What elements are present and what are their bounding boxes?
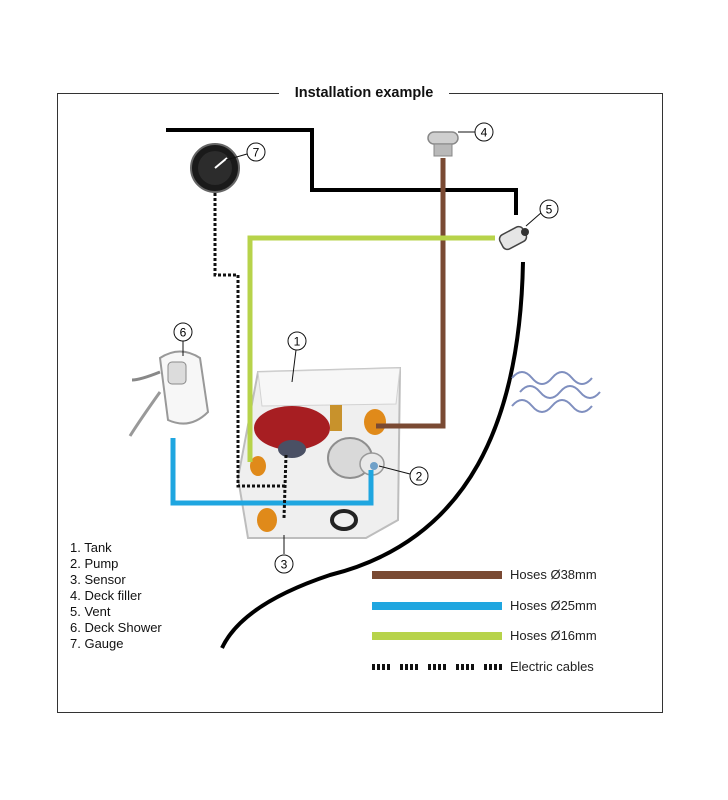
hose-16mm [247,235,495,462]
tank-drain-ring [330,509,358,531]
svg-text:4: 4 [481,126,488,140]
vent-icon [498,225,529,251]
key-hose-25mm: Hoses Ø25mm [372,596,632,616]
svg-text:6: 6 [180,326,187,340]
key-label-38mm: Hoses Ø38mm [510,567,597,582]
svg-text:5: 5 [546,203,553,217]
callout-2: 2 [409,466,429,486]
callout-7: 7 [246,142,266,162]
callout-badges: 7 4 5 6 1 2 3 [173,122,559,574]
callout-1: 1 [287,331,307,351]
callout-6: 6 [173,322,193,342]
key-swatch-brown [372,571,502,579]
svg-text:1: 1 [294,335,301,349]
pump [327,437,385,479]
sensor-head [278,440,306,458]
key-label-electric: Electric cables [510,659,594,674]
key-hose-16mm: Hoses Ø16mm [372,626,632,646]
key-swatch-dotted [372,664,502,670]
component-item-vent: 5. Vent [70,604,111,619]
component-item-gauge: 7. Gauge [70,636,124,651]
key-swatch-green [372,632,502,640]
callout-4: 4 [474,122,494,142]
callout-3: 3 [274,554,294,574]
callout-leaders [182,131,543,554]
component-list: 1. Tank 2. Pump 3. Sensor 4. Deck filler… [70,540,162,652]
key-swatch-blue [372,602,502,610]
electric-cable-gauge [213,178,286,488]
diagram-title: Installation example [278,85,450,101]
svg-text:3: 3 [281,558,288,572]
hose-25mm [170,438,374,506]
tank [236,366,402,539]
hose-38mm [376,158,446,429]
component-item-sensor: 3. Sensor [70,572,126,587]
diagram-title-wrap: Installation example [0,84,728,102]
component-item-deck-shower: 6. Deck Shower [70,620,162,635]
deck-filler-icon [427,131,459,157]
callout-5: 5 [539,199,559,219]
svg-text:7: 7 [253,146,260,160]
key-label-25mm: Hoses Ø25mm [510,598,597,613]
tank-red-cap [254,406,330,450]
gauge-icon [190,143,240,193]
key-electric-cables: Electric cables [372,657,632,677]
deck-shower-icon [128,350,210,437]
component-item-tank: 1. Tank [70,540,112,555]
water-waves [511,371,601,413]
electric-cable-sensor [282,454,288,519]
component-item-deck-filler: 4. Deck filler [70,588,142,603]
hull-side-curve [220,261,525,649]
key-hose-38mm: Hoses Ø38mm [372,565,632,585]
key-label-16mm: Hoses Ø16mm [510,628,597,643]
hull-deck-line [166,128,518,215]
svg-text:2: 2 [416,470,423,484]
component-item-pump: 2. Pump [70,556,119,571]
